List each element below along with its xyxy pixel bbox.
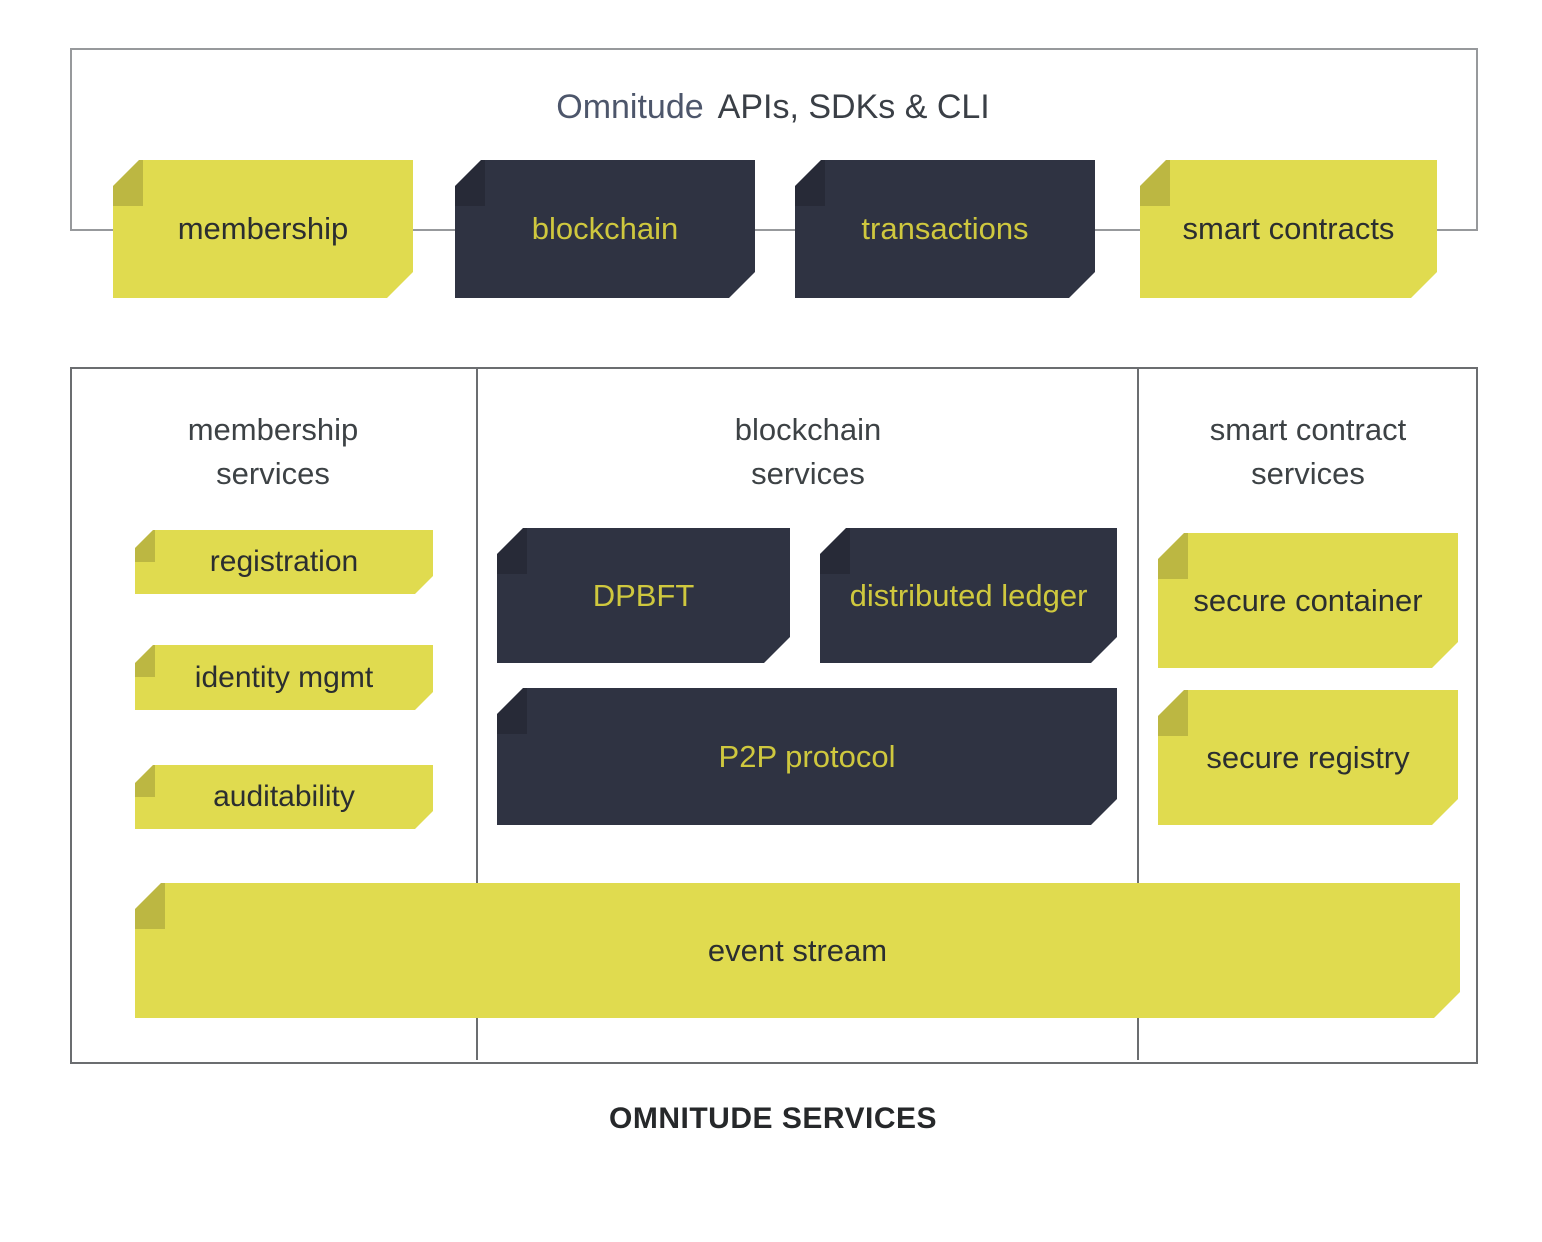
diagram-footer-label: OMNITUDE SERVICES: [609, 1102, 937, 1135]
secure-registry-label: secure registry: [1206, 739, 1410, 775]
api-chip-smart-contracts: smart contracts: [1140, 160, 1437, 298]
service-chip-auditability: auditability: [135, 765, 433, 829]
service-chip-secure-registry: secure registry: [1158, 690, 1458, 825]
secure-container-label: secure container: [1193, 582, 1423, 618]
event-stream-bar: event stream: [135, 883, 1460, 1018]
p2p-protocol-label: P2P protocol: [718, 738, 896, 774]
service-chip-p2p-protocol: P2P protocol: [497, 688, 1117, 825]
api-chip-smart-contracts-label: smart contracts: [1182, 211, 1395, 246]
column-divider-2: [1137, 369, 1139, 1060]
api-chip-membership-label: membership: [177, 211, 349, 246]
blockchain-services-header: blockchain services: [734, 412, 882, 492]
api-panel-title: Omnitude APIs, SDKs & CLI: [70, 88, 1476, 127]
column-divider-1: [476, 369, 478, 1060]
auditability-label: auditability: [213, 780, 355, 813]
dpbft-label: DPBFT: [592, 577, 695, 613]
identity-mgmt-label: identity mgmt: [194, 660, 374, 694]
registration-label: registration: [209, 545, 359, 578]
api-chip-blockchain: blockchain: [455, 160, 755, 298]
api-chip-transactions: transactions: [795, 160, 1095, 298]
api-chip-membership: membership: [113, 160, 413, 298]
service-chip-registration: registration: [135, 530, 433, 594]
membership-services-header: membership services: [187, 412, 359, 492]
service-chip-identity-mgmt: identity mgmt: [135, 645, 433, 710]
service-chip-secure-container: secure container: [1158, 533, 1458, 668]
service-chip-dpbft: DPBFT: [497, 528, 790, 663]
api-chip-transactions-label: transactions: [861, 211, 1029, 246]
distributed-ledger-label: distributed ledger: [849, 577, 1088, 613]
service-chip-distributed-ledger: distributed ledger: [820, 528, 1117, 663]
brand-name: Omnitude: [556, 88, 704, 126]
api-title-rest: APIs, SDKs & CLI: [717, 88, 990, 126]
api-chip-blockchain-label: blockchain: [531, 211, 679, 246]
event-stream-label: event stream: [707, 932, 888, 968]
smart-contract-services-header: smart contract services: [1209, 412, 1407, 492]
